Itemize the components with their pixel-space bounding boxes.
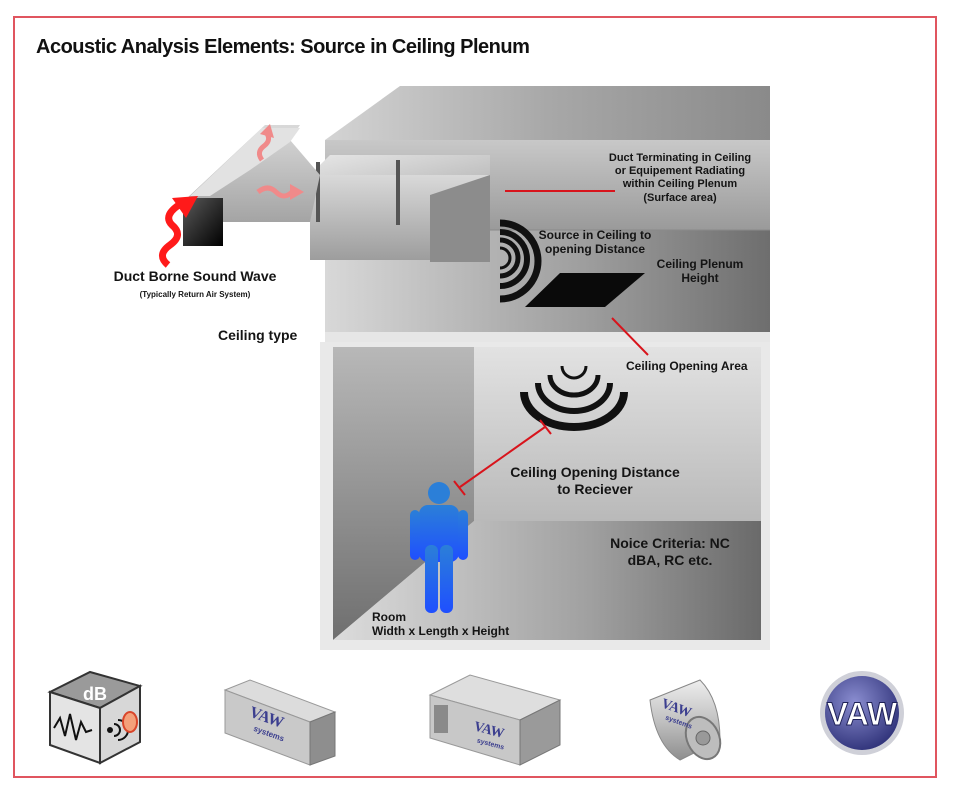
ceiling-type-label: Ceiling type [218,327,298,343]
tee-duct-icon: VAW systems [428,674,562,766]
plenum-top-face [325,86,770,140]
source-to-opening-distance-label: Source in Ceiling to opening Distance [530,228,660,257]
round-silencer-icon: VAW systems [649,679,722,761]
room-dimensions-label: Room Width x Length x Height [372,610,509,639]
vaw-logo-icon: VAW [820,671,904,755]
page-title: Acoustic Analysis Elements: Source in Ce… [36,36,530,58]
duct-borne-subtitle: (Typically Return Air System) [139,290,251,299]
room-sound-wave-icon [520,365,628,431]
label-line: Noice Criteria: NC [610,535,730,551]
receiver-person-icon [410,482,468,613]
label-line: dBA, RC etc. [627,551,713,568]
distance-to-receiver-line [459,426,546,488]
duct-borne-sound-wave-label: Duct Borne Sound Wave [113,268,277,284]
label-line: Source in Ceiling to [538,228,652,242]
db-cube-icon: dB [47,670,143,765]
opening-area-leader [611,317,649,356]
ceiling-opening-area-label: Ceiling Opening Area [626,359,748,373]
room-back-wall [474,347,761,521]
room-left-wall [333,347,474,640]
svg-text:dB: dB [83,684,107,704]
opening-to-receiver-distance-label: Ceiling Opening Distance to Reciever [495,464,695,498]
duct-drop [430,175,490,262]
label-line: within Ceiling Plenum [622,178,738,191]
ceiling-tile [325,332,770,342]
duct-assembly [159,124,490,268]
plenum-sound-wave-icon [499,219,542,303]
annotation-lines [453,190,649,496]
label-line: opening Distance [544,242,645,257]
diagram-frame [13,16,937,778]
label-line: or Equipement Radiating [614,165,746,178]
branch-sound-arrow-1 [256,185,294,199]
ceiling-plenum-height-label: Ceiling Plenum Height [650,257,750,286]
label-line: Height [681,271,719,286]
noise-criteria-label: Noice Criteria: NC dBA, RC etc. [600,535,740,569]
label-line: Ceiling Plenum [656,257,744,271]
label-line: Width x Length x Height [372,624,510,639]
ceiling-opening-shape [525,273,645,307]
label-line: (Surface area) [643,191,717,204]
svg-text:VAW: VAW [827,696,898,732]
branch-arrowhead-1 [290,184,304,200]
branch-sound-arrow-2 [256,130,272,162]
label-line: Room [372,610,406,624]
duct-terminating-label: Duct Terminating in Ceiling or Equipemen… [600,152,760,205]
label-line: to Reciever [557,480,633,497]
duct-sound-arrowhead [172,196,198,218]
label-line: Ceiling Opening Distance [510,464,680,480]
tee-top [190,128,300,196]
label-line: Duct Terminating in Ceiling [608,152,752,164]
duct-sound-arrow [159,199,184,268]
branch-arrowhead-2 [260,124,274,138]
straight-duct-icon: VAW systems [223,679,337,766]
